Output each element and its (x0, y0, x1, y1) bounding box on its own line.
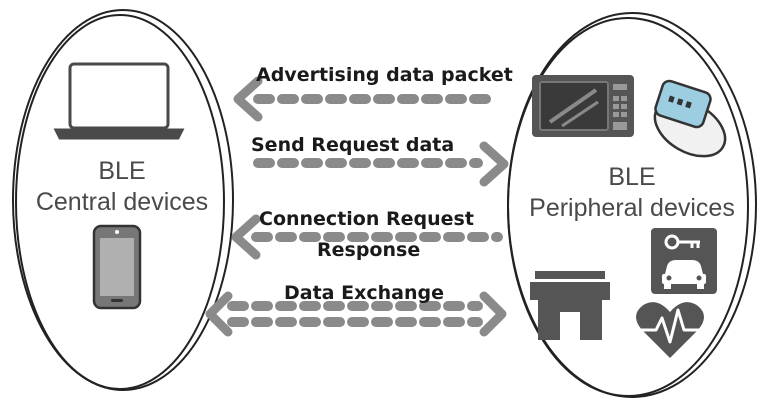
peripheral-ellipse (507, 12, 757, 398)
arrow-send-request (253, 141, 509, 187)
arrow-advertising (233, 76, 503, 122)
smartphone-icon (92, 224, 142, 310)
car-key-icon (651, 228, 717, 294)
arrow-data-exchange (205, 291, 507, 337)
peripheral-label: BLE Peripheral devices (512, 162, 752, 224)
store-icon (530, 271, 610, 340)
connection-request-label: Connection Request (259, 208, 474, 230)
arrow-connection-response (231, 214, 503, 260)
central-label-line1: BLE (98, 157, 146, 185)
advertising-label: Advertising data packet (256, 64, 513, 86)
central-label-line2: Central devices (35, 188, 209, 216)
peripheral-label-line1: BLE (608, 163, 656, 191)
heart-rate-icon (636, 302, 704, 358)
central-label: BLE Central devices (22, 156, 222, 218)
smartwatch-icon (653, 79, 727, 158)
microwave-icon (532, 75, 634, 137)
laptop-icon (53, 62, 185, 140)
send-request-label: Send Request data (251, 134, 455, 156)
central-ellipse (12, 9, 234, 391)
response-label: Response (317, 239, 421, 261)
data-exchange-label: Data Exchange (284, 282, 444, 304)
peripheral-label-line2: Peripheral devices (529, 194, 735, 222)
